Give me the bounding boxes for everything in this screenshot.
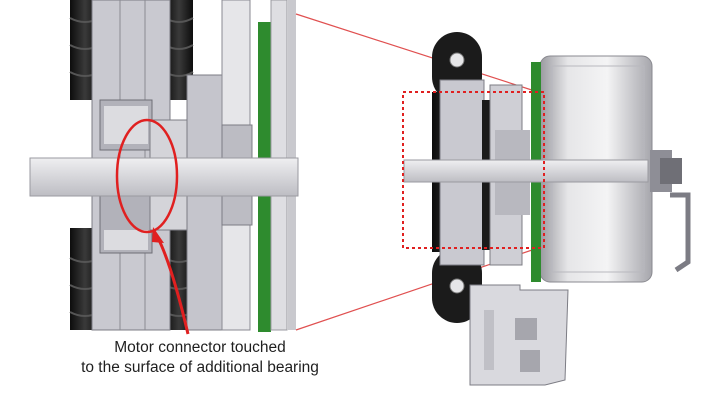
shaft-full: [403, 159, 649, 183]
zoom-connector-line-top: [295, 13, 539, 93]
annotation-caption-line-1: Motor connector touched: [114, 339, 286, 356]
annotation-caption-line-2: to the surface of additional bearing: [81, 359, 319, 376]
annotation-arrow: [152, 227, 190, 335]
contact-highlight-ellipse: [115, 118, 179, 234]
zoomed-detail-view: [29, 0, 299, 335]
full-assembly-view: [402, 32, 691, 386]
shaft-zoomed: [29, 157, 299, 197]
zoom-region-box: [402, 91, 545, 249]
